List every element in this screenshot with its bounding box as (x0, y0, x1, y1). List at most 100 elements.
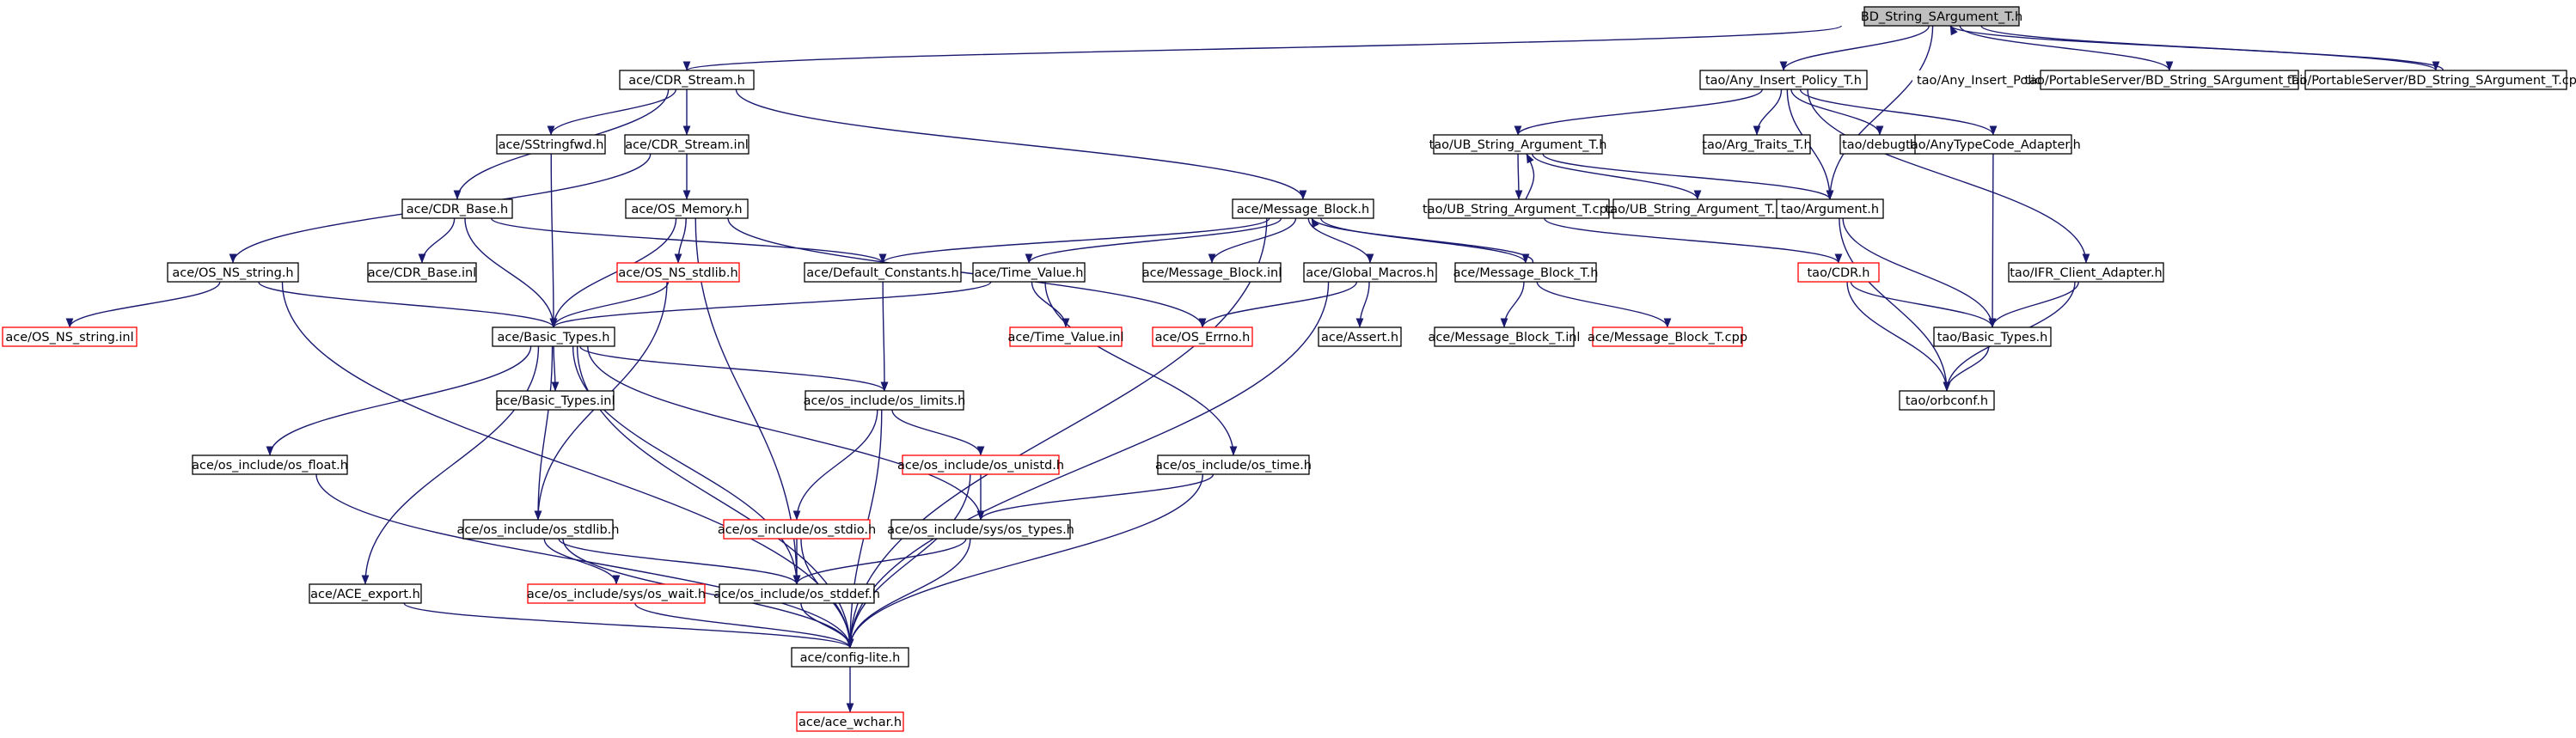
node-time-value[interactable]: ace/Time_Value.h (972, 262, 1086, 283)
edge-any_insert_policy-to-ub_string_arg_h (1514, 88, 1763, 136)
edge-os_limits-to-os_stdio (792, 409, 878, 521)
node-label: ace/os_include/os_float.h (192, 459, 348, 473)
node-message-block[interactable]: ace/Message_Block.h (1232, 198, 1374, 219)
node-cdr-base[interactable]: ace/CDR_Base.h (401, 198, 513, 219)
node-ub-string-arg-inl[interactable]: tao/UB_String_Argument_T.inl (1606, 198, 1790, 219)
node-label: ace/os_include/sys/os_wait.h (527, 588, 706, 601)
node-debug[interactable]: tao/debug.h (1839, 134, 1920, 155)
node-time-value-inl[interactable]: ace/Time_Value.inl (1007, 326, 1124, 347)
node-any-insert-policy[interactable]: tao/Any_Insert_Policy_T.h (1699, 70, 1868, 90)
edge-os_time-to-config_lite (846, 473, 1204, 649)
node-box (1592, 326, 1743, 347)
node-box (804, 262, 962, 283)
node-label: ace/OS_NS_stdlib.h (618, 266, 737, 280)
node-arg-traits[interactable]: tao/Arg_Traits_T.h (1702, 134, 1812, 155)
node-label: ace/Message_Block_T.h (1453, 266, 1599, 280)
node-os-errno[interactable]: ace/OS_Errno.h (1152, 326, 1253, 347)
node-argument[interactable]: tao/Argument.h (1776, 198, 1884, 219)
node-cdr-stream-h[interactable]: ace/CDR_Stream.h (619, 70, 755, 90)
node-os-ns-string-inl[interactable]: ace/OS_NS_string.inl (2, 326, 138, 347)
node-message-block-t-cpp[interactable]: ace/Message_Block_T.cpp (1588, 326, 1747, 347)
node-ps-bd-cpp[interactable]: tao/PortableServer/BD_String_SArgument_T… (2287, 70, 2576, 90)
node-box (1434, 326, 1575, 347)
node-box (1142, 262, 1282, 283)
node-label: tao/Arg_Traits_T.h (1702, 138, 1811, 152)
node-os-stddef[interactable]: ace/os_include/os_stddef.h (713, 583, 880, 604)
node-cdr-base-inl[interactable]: ace/CDR_Base.inl (367, 262, 477, 283)
edge-os_stddef-to-config_lite (800, 602, 854, 649)
node-box (625, 198, 749, 219)
node-ub-string-arg-cpp[interactable]: tao/UB_String_Argument_T.cpp (1423, 198, 1615, 219)
node-box (796, 711, 904, 732)
node-os-float[interactable]: ace/os_include/os_float.h (192, 454, 348, 475)
edge-time_value-to-time_value_inl (1031, 281, 1070, 328)
node-os-stdlib[interactable]: ace/os_include/os_stdlib.h (457, 519, 620, 540)
node-box (527, 583, 706, 604)
node-orbconf[interactable]: tao/orbconf.h (1899, 390, 1995, 411)
node-box (496, 134, 606, 155)
node-os-ns-string[interactable]: ace/OS_NS_string.h (167, 262, 299, 283)
edge-root-to-cdr_stream_h (683, 25, 1842, 71)
node-label: tao/UB_String_Argument_T.inl (1606, 203, 1790, 217)
edge-ps_bd_cpp-to-root (1949, 25, 2444, 71)
node-basic-types-inl[interactable]: ace/Basic_Types.inl (495, 390, 615, 411)
edge-message_block_t-to-message_block_t_cpp (1536, 281, 1672, 328)
edge-time_value-to-basic_types (549, 281, 992, 328)
node-any-insert-policy-ghost[interactable]: tao/Any_Insert_Policy_T.h (1912, 70, 2077, 89)
node-global-macros[interactable]: ace/Global_Macros.h (1303, 262, 1437, 283)
node-root[interactable]: BD_String_SArgument_T.h (1861, 6, 2023, 27)
node-label: ace/Time_Value.h (974, 266, 1083, 280)
node-box (167, 262, 299, 283)
node-ace-wchar[interactable]: ace/ace_wchar.h (796, 711, 904, 732)
node-box (1899, 390, 1995, 411)
edge-sys_os_types-to-os_stddef (792, 538, 967, 585)
node-box (624, 134, 750, 155)
node-label: ace/CDR_Base.h (407, 203, 508, 217)
node-os-memory[interactable]: ace/OS_Memory.h (625, 198, 749, 219)
node-os-ns-stdlib[interactable]: ace/OS_NS_stdlib.h (616, 262, 740, 283)
edge-global_macros-to-os_errno (1198, 281, 1358, 328)
edge-default_constants-to-os_limits (880, 281, 889, 392)
node-os-limits[interactable]: ace/os_include/os_limits.h (804, 390, 966, 411)
edge-ub_string_arg_h-to-argument (1542, 153, 1834, 200)
node-message-block-inl[interactable]: ace/Message_Block.inl (1142, 262, 1282, 283)
node-ub-string-arg-h[interactable]: tao/UB_String_Argument_T.h (1429, 134, 1607, 155)
node-os-stdio[interactable]: ace/os_include/os_stdio.h (718, 519, 876, 540)
node-basic-types[interactable]: ace/Basic_Types.h (492, 326, 615, 347)
node-label: ace/ace_wchar.h (798, 716, 902, 729)
node-tao-cdr[interactable]: tao/CDR.h (1797, 262, 1880, 283)
node-sstringfwd[interactable]: ace/SStringfwd.h (496, 134, 606, 155)
node-label: tao/PortableServer/BD_String_SArgument_T… (2287, 74, 2576, 88)
node-tao-basic-types[interactable]: tao/Basic_Types.h (1933, 326, 2052, 347)
edge-any_insert_policy-to-arg_traits (1753, 88, 1783, 136)
edge-root-to-argument (1826, 25, 1934, 200)
node-box (616, 262, 740, 283)
node-label: tao/CDR.h (1808, 266, 1870, 280)
node-box (2040, 70, 2299, 90)
node-box (1232, 198, 1374, 219)
node-message-block-t-inl[interactable]: ace/Message_Block_T.inl (1429, 326, 1581, 347)
node-ps-bd-inl[interactable]: tao/PortableServer/BD_String_SArgument_T… (2024, 70, 2315, 90)
node-ace-export[interactable]: ace/ACE_export.h (309, 583, 422, 604)
node-default-constants[interactable]: ace/Default_Constants.h (804, 262, 962, 283)
edge-os_memory-to-basic_types (549, 217, 677, 328)
node-os-unistd[interactable]: ace/os_include/os_unistd.h (897, 454, 1064, 475)
edge-basic_types-to-sys_os_types (587, 345, 985, 521)
edge-anytypecode-to-tao_basic_types (1988, 153, 1997, 328)
edge-sys_os_wait-to-config_lite (634, 602, 854, 649)
node-sys-os-types[interactable]: ace/os_include/sys/os_types.h (887, 519, 1074, 540)
node-message-block-t[interactable]: ace/Message_Block_T.h (1453, 262, 1599, 283)
node-assert[interactable]: ace/Assert.h (1318, 326, 1402, 347)
node-anytypecode[interactable]: tao/AnyTypeCode_Adapter.h (1906, 134, 2081, 155)
node-label: tao/Argument.h (1781, 203, 1879, 217)
edge-ace_export-to-config_lite (403, 602, 854, 649)
node-config-lite[interactable]: ace/config-lite.h (791, 647, 909, 668)
node-ifr-client[interactable]: tao/IFR_Client_Adapter.h (2008, 262, 2164, 283)
node-os-time[interactable]: ace/os_include/os_time.h (1155, 454, 1312, 475)
node-cdr-stream-inl[interactable]: ace/CDR_Stream.inl (624, 134, 750, 155)
edge-sstringfwd-to-basic_types (549, 153, 558, 328)
node-label: tao/PortableServer/BD_String_SArgument_T… (2024, 74, 2314, 88)
edge-ifr_client-to-tao_basic_types (1988, 281, 2079, 328)
node-sys-os-wait[interactable]: ace/os_include/sys/os_wait.h (527, 583, 706, 604)
